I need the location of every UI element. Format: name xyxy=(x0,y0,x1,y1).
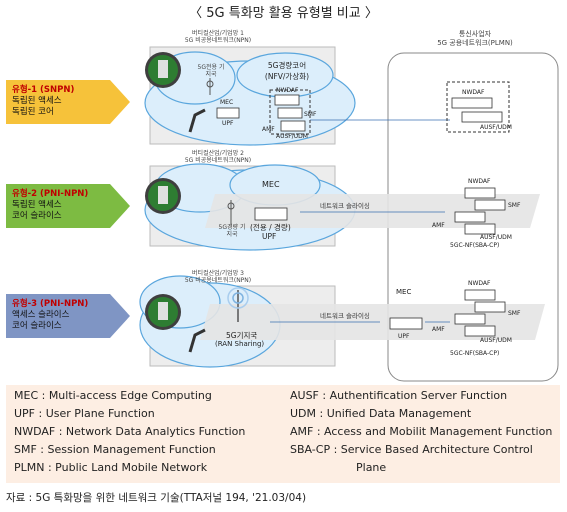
diagram-canvas xyxy=(6,46,559,382)
device-row3 xyxy=(145,294,181,330)
legend-left-0: MEC : Multi-access Edge Computing xyxy=(14,389,212,402)
legend-right-2: AMF : Access and Mobilit Management Func… xyxy=(290,425,553,438)
row3-upf-label: UPF xyxy=(398,333,410,340)
light-core-label: 5G경량코어(NFV/가상화) xyxy=(264,61,310,81)
legend-right-0: AUSF : Authentification Server Function xyxy=(290,389,508,402)
row2-slicing-label: 네트워크 슬라이싱 xyxy=(320,202,370,210)
legend-box: MEC : Multi-access Edge Computing UPF : … xyxy=(6,385,560,483)
legend-left-1: UPF : User Plane Function xyxy=(14,407,155,420)
plmn-core-dashed xyxy=(446,81,510,133)
type2-line2: 코어 슬라이스 xyxy=(12,211,62,221)
type3-name: 유형-3 (PNI-NPN) xyxy=(12,299,89,309)
legend-right-4: Plane xyxy=(356,461,387,474)
row2-amf-label: AMF xyxy=(432,222,445,229)
row3-amf-label: AMF xyxy=(432,326,445,333)
light-core-dashed xyxy=(269,89,311,135)
row1-upf-label: UPF xyxy=(222,120,234,127)
type2-line1: 독립된 액세스 xyxy=(12,200,62,210)
type2-tag: 유형-2 (PNI-NPN) 독립된 액세스 코어 슬라이스 xyxy=(6,184,124,228)
legend-right-3: SBA-CP : Service Based Architecture Cont… xyxy=(290,443,533,456)
server-boxes xyxy=(216,94,506,337)
legend-left-4: PLMN : Public Land Mobile Network xyxy=(14,461,208,474)
legend-right-1: UDM : Unified Data Management xyxy=(290,407,472,420)
robot-row1 xyxy=(188,108,206,133)
type2-name: 유형-2 (PNI-NPN) xyxy=(12,189,89,199)
type3-line2: 코어 슬라이스 xyxy=(12,321,62,331)
row2-bs-label: 5G경량 기지국 xyxy=(218,224,246,238)
type1-arrow xyxy=(6,80,130,124)
type1-line2: 독립된 코어 xyxy=(12,107,54,117)
row3-bs-label: 5G기지국 xyxy=(226,331,258,340)
row3-bs-sub: (RAN Sharing) xyxy=(215,340,265,348)
cloud-row1 xyxy=(144,51,356,146)
legend-left-2: NWDAF : Network Data Analytics Function xyxy=(14,425,246,438)
antenna-row3 xyxy=(227,287,249,322)
antenna-row2 xyxy=(227,200,235,225)
device-row1 xyxy=(145,52,181,88)
row2-upf-sub: (전용 / 경량) xyxy=(250,223,291,232)
row2-nwdaf-label: NWDAF xyxy=(468,178,491,185)
plmn1-nwdaf-label: NWDAF xyxy=(462,89,485,96)
type1-tag: 유형-1 (SNPN) 독립된 액세스 독립된 코어 xyxy=(6,80,124,124)
source-note: 자료 : 5G 특화망을 위한 네트워크 기술(TTA저널 194, '21.0… xyxy=(6,492,307,504)
row2-upf-label: UPF xyxy=(262,232,277,241)
row3-smf-label: SMF xyxy=(508,310,521,317)
legend-left-3: SMF : Session Management Function xyxy=(14,443,216,456)
device-row2 xyxy=(145,178,181,214)
row1-ausf-label: AUSF/UDM xyxy=(276,133,308,140)
plmn1-ausf-label: AUSF/UDM xyxy=(480,124,512,131)
type2-arrow xyxy=(6,184,130,228)
antenna-row1 xyxy=(206,78,214,95)
type3-arrow xyxy=(6,294,130,338)
row3-nwdaf-label: NWDAF xyxy=(468,280,491,287)
row1-smf-label: SMF xyxy=(304,111,317,118)
row1-bs-label: 5G전용 기지국 xyxy=(197,64,225,78)
row3-slicing-label: 네트워크 슬라이싱 xyxy=(320,312,370,320)
row3-mec-label: MEC xyxy=(396,288,412,296)
type1-line1: 독립된 액세스 xyxy=(12,96,62,106)
type3-tag: 유형-3 (PNI-NPN) 액세스 슬라이스 코어 슬라이스 xyxy=(6,294,124,338)
row2-mec-label: MEC xyxy=(262,180,280,189)
type3-line1: 액세스 슬라이스 xyxy=(12,310,70,320)
row2-cp-label: 5GC-NF(SBA-CP) xyxy=(450,242,500,249)
page-title: 〈 5G 특화망 활용 유형별 비교 〉 xyxy=(189,6,378,21)
row1-mec-label: MEC xyxy=(220,99,234,106)
row3-ausf-label: AUSF/UDM xyxy=(480,337,512,344)
row2-ausf-label: AUSF/UDM xyxy=(480,234,512,241)
row2-smf-label: SMF xyxy=(508,202,521,209)
row1-nwdaf-label: NWDAF xyxy=(276,87,299,94)
type1-name: 유형-1 (SNPN) xyxy=(12,85,75,95)
row3-cp-label: 5GC-NF(SBA-CP) xyxy=(450,350,500,357)
row1-amf-label: AMF xyxy=(262,126,275,133)
robot-row3 xyxy=(188,328,206,353)
